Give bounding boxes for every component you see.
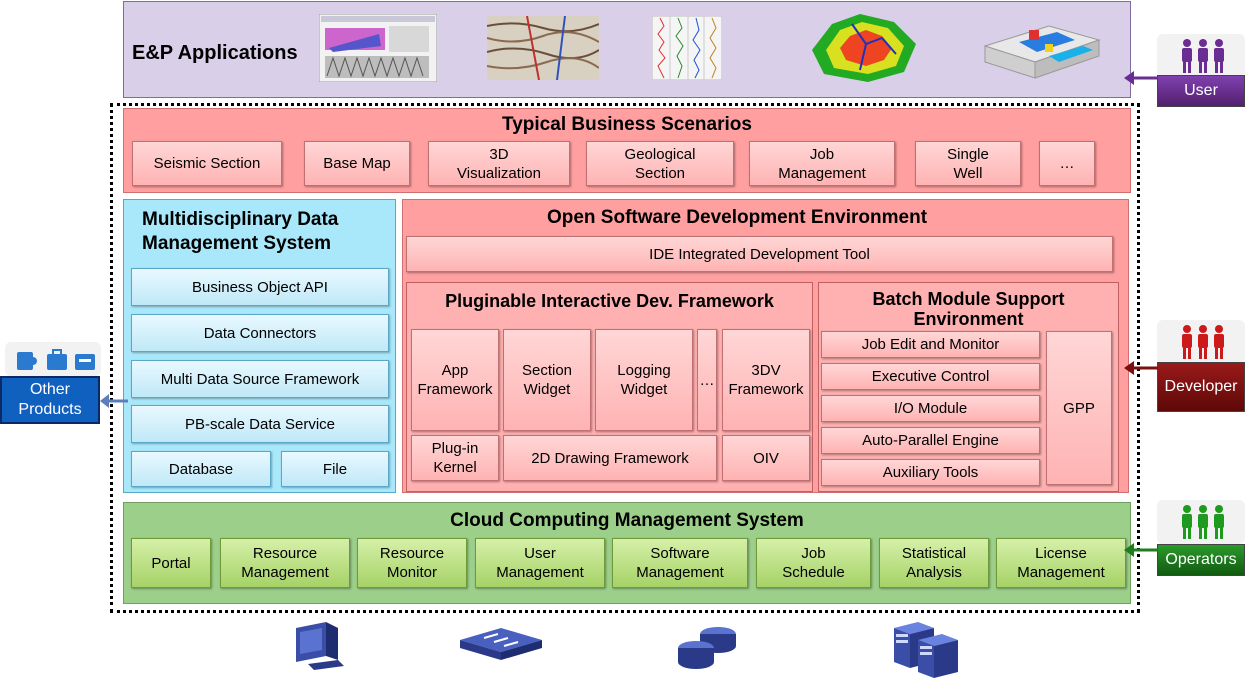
multi-data-source-framework[interactable]: Multi Data Source Framework [131, 360, 389, 398]
user-icon [1157, 34, 1245, 78]
2d-drawing-framework[interactable]: 2D Drawing Framework [503, 435, 717, 481]
cloud-user-management[interactable]: User Management [475, 538, 605, 588]
gpp[interactable]: GPP [1046, 331, 1112, 485]
scenario-single-well[interactable]: Single Well [915, 141, 1021, 186]
briefcase-icon [75, 354, 95, 370]
app-framework[interactable]: App Framework [411, 329, 499, 431]
cloud-license-management[interactable]: License Management [996, 538, 1126, 588]
data-management-title: Multidisciplinary Data Management System [142, 209, 339, 254]
ep-applications-title: E&P Applications [132, 42, 298, 64]
data-connectors[interactable]: Data Connectors [131, 314, 389, 352]
3dv-framework[interactable]: 3DV Framework [722, 329, 810, 431]
operators-label: Operators [1157, 544, 1245, 576]
developer-label: Developer [1157, 362, 1245, 412]
data-management-panel: Multidisciplinary Data Management System… [123, 199, 396, 493]
osde-panel: Open Software Development Environment ID… [402, 199, 1129, 493]
cloud-statistical-analysis[interactable]: Statistical Analysis [879, 538, 989, 588]
platform-boundary [110, 103, 1140, 613]
batch-module-panel: Batch Module Support Environment Job Edi… [818, 282, 1119, 492]
scenario-more[interactable]: … [1039, 141, 1095, 186]
batch-module-title: Batch Module Support Environment [872, 289, 1065, 329]
network-switch-icon [458, 626, 544, 662]
osde-title: Open Software Development Environment [546, 207, 928, 228]
cloud-software-management[interactable]: Software Management [612, 538, 748, 588]
executive-control[interactable]: Executive Control [821, 363, 1040, 390]
cloud-panel: Cloud Computing Management System Portal… [123, 502, 1131, 604]
job-edit-monitor[interactable]: Job Edit and Monitor [821, 331, 1040, 358]
heatmap-icon [812, 14, 918, 82]
auxiliary-tools[interactable]: Auxiliary Tools [821, 459, 1040, 486]
section-widget[interactable]: Section Widget [503, 329, 591, 431]
scenario-seismic-section[interactable]: Seismic Section [132, 141, 282, 186]
server-icon [890, 620, 964, 678]
database[interactable]: Database [131, 451, 271, 487]
developer-arrow [1124, 361, 1158, 375]
workstation-icon [290, 620, 346, 672]
business-scenarios-title: Typical Business Scenarios [502, 114, 752, 135]
file[interactable]: File [281, 451, 389, 487]
plugin-more[interactable]: … [697, 329, 717, 431]
user-label: User [1157, 75, 1245, 107]
other-products-arrow [100, 394, 128, 408]
other-products-label: Other Products [0, 376, 100, 424]
scenario-3d-visualization[interactable]: 3D Visualization [428, 141, 570, 186]
operators-icon [1157, 500, 1245, 544]
cloud-portal[interactable]: Portal [131, 538, 211, 588]
logging-widget[interactable]: Logging Widget [595, 329, 693, 431]
other-products-icons [5, 342, 101, 376]
business-scenarios-panel: Typical Business Scenarios Seismic Secti… [123, 108, 1131, 193]
log-icon [651, 15, 723, 81]
cloud-resource-management[interactable]: Resource Management [220, 538, 350, 588]
scenario-geological-section[interactable]: Geological Section [586, 141, 734, 186]
oiv[interactable]: OIV [722, 435, 810, 481]
cloud-resource-monitor[interactable]: Resource Monitor [357, 538, 467, 588]
cloud-title: Cloud Computing Management System [450, 510, 804, 531]
toolbox-icon [47, 349, 67, 370]
business-object-api[interactable]: Business Object API [131, 268, 389, 306]
ide-tool[interactable]: IDE Integrated Development Tool [406, 236, 1113, 272]
ep-applications-panel: E&P Applications [123, 1, 1131, 98]
auto-parallel-engine[interactable]: Auto-Parallel Engine [821, 427, 1040, 454]
operators-arrow [1124, 543, 1158, 557]
3d-model-icon [979, 16, 1103, 80]
cloud-job-schedule[interactable]: Job Schedule [756, 538, 871, 588]
storage-icon [674, 624, 738, 670]
user-arrow [1124, 71, 1158, 85]
io-module[interactable]: I/O Module [821, 395, 1040, 422]
plugin-framework-panel: Pluginable Interactive Dev. Framework Ap… [406, 282, 813, 492]
developer-icon [1157, 320, 1245, 364]
scenario-base-map[interactable]: Base Map [304, 141, 410, 186]
scenario-job-management[interactable]: Job Management [749, 141, 895, 186]
puzzle-icon [17, 352, 37, 370]
pb-scale-data-service[interactable]: PB-scale Data Service [131, 405, 389, 443]
plugin-framework-title: Pluginable Interactive Dev. Framework [445, 290, 774, 311]
seismic-icon [486, 15, 600, 81]
screen-icon [318, 13, 438, 83]
plugin-kernel[interactable]: Plug-in Kernel [411, 435, 499, 481]
